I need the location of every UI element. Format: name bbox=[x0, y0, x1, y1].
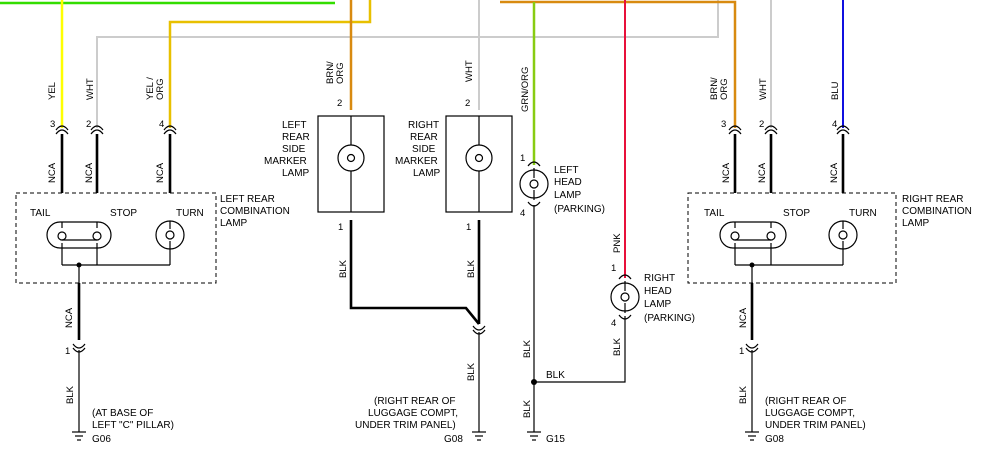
pin-label: 3 bbox=[50, 119, 55, 130]
wire-color-label: BLK bbox=[546, 370, 565, 381]
lamp-title: LEFT bbox=[282, 120, 306, 131]
right-rear-combination: BRN/ ORG WHT BLU 3 2 4 NCA NCA NCA TAIL … bbox=[687, 77, 972, 445]
wire-color-label: ORG bbox=[335, 62, 346, 84]
stop-label: STOP bbox=[783, 208, 810, 219]
lamp-title: LAMP bbox=[644, 299, 672, 310]
wire-color-label: BRN/ bbox=[709, 77, 720, 100]
wire-color-label: ORG bbox=[719, 78, 730, 100]
pin-label: 2 bbox=[86, 119, 91, 130]
lamp-title: SIDE bbox=[412, 144, 436, 155]
ground-id: G15 bbox=[546, 434, 565, 445]
ground-note: UNDER TRIM PANEL) bbox=[765, 420, 866, 431]
lamp-title: COMBINATION bbox=[902, 206, 972, 217]
top-wires bbox=[0, 0, 844, 278]
nca-label: NCA bbox=[155, 162, 166, 183]
wire-color-label: YEL / bbox=[145, 77, 156, 100]
ground-note: (RIGHT REAR OF bbox=[765, 396, 846, 407]
wire-color-label: WHT bbox=[758, 78, 769, 100]
nca-label: NCA bbox=[47, 162, 58, 183]
wire-color-label: BLK bbox=[522, 399, 533, 418]
pin-label: 1 bbox=[611, 263, 616, 274]
left-rear-combination: YEL WHT YEL / ORG 3 2 4 NCA NCA NCA TAIL… bbox=[15, 77, 290, 445]
wire-orange-top-right bbox=[500, 0, 737, 128]
nca-label: NCA bbox=[64, 307, 75, 328]
ground-note: UNDER TRIM PANEL) bbox=[355, 420, 456, 431]
lamp-title: LAMP bbox=[282, 168, 310, 179]
lamp-title: (PARKING) bbox=[644, 313, 695, 324]
ground-note: (RIGHT REAR OF bbox=[374, 396, 455, 407]
right-side-marker-lamp: WHT 2 RIGHT REAR SIDE MARKER LAMP 1 BLK … bbox=[355, 60, 513, 445]
nca-label: NCA bbox=[829, 162, 840, 183]
lamp-title: LAMP bbox=[902, 218, 930, 229]
lamp-title: MARKER bbox=[264, 156, 307, 167]
nca-label: NCA bbox=[721, 162, 732, 183]
pin-label: 4 bbox=[611, 318, 616, 329]
wire-color-label: GRN/ORG bbox=[520, 67, 531, 112]
ground-id: G08 bbox=[444, 434, 463, 445]
pin-label: 1 bbox=[520, 153, 525, 164]
tail-label: TAIL bbox=[704, 208, 725, 219]
wire-color-label: YEL bbox=[47, 82, 58, 100]
nca-label: NCA bbox=[757, 162, 768, 183]
turn-label: TURN bbox=[176, 208, 204, 219]
pin-label: 4 bbox=[832, 119, 837, 130]
wire-yelorg-left bbox=[168, 0, 372, 128]
lamp-title: HEAD bbox=[644, 286, 672, 297]
pin-label: 1 bbox=[739, 346, 744, 357]
wire-wht-left bbox=[96, 0, 719, 128]
wire-color-label: BLK bbox=[466, 259, 477, 278]
pin-label: 4 bbox=[159, 119, 164, 130]
wire-color-label: BLK bbox=[338, 259, 349, 278]
lamp-title: (PARKING) bbox=[554, 204, 605, 215]
wire-color-label: ORG bbox=[155, 78, 166, 100]
pin-label: 1 bbox=[466, 222, 471, 233]
wire-color-label: WHT bbox=[85, 78, 96, 100]
left-head-lamp: GRN/ORG 1 4 LEFT HEAD LAMP (PARKING) BLK… bbox=[519, 67, 626, 445]
stop-label: STOP bbox=[110, 208, 137, 219]
ground-id: G06 bbox=[92, 434, 111, 445]
wire-color-label: BLK bbox=[65, 385, 76, 404]
pin-label: 2 bbox=[337, 98, 342, 109]
lamp-title: HEAD bbox=[554, 177, 582, 188]
lamp-title: COMBINATION bbox=[220, 206, 290, 217]
wire-color-label: PNK bbox=[612, 233, 623, 253]
wire-color-label: BLK bbox=[466, 362, 477, 381]
ground-note: (AT BASE OF bbox=[92, 408, 153, 419]
pin-label: 2 bbox=[465, 98, 470, 109]
ground-note: LUGGAGE COMPT, bbox=[368, 408, 458, 419]
lamp-title: RIGHT bbox=[644, 273, 675, 284]
wire-color-label: BLU bbox=[830, 81, 841, 100]
lamp-title: RIGHT REAR bbox=[902, 194, 964, 205]
lamp-title: MARKER bbox=[395, 156, 438, 167]
pin-label: 3 bbox=[721, 119, 726, 130]
lamp-title: LAMP bbox=[413, 168, 441, 179]
pin-label: 4 bbox=[520, 208, 525, 219]
ground-note: LUGGAGE COMPT, bbox=[765, 408, 855, 419]
lamp-title: SIDE bbox=[282, 144, 306, 155]
right-head-lamp: PNK 1 4 RIGHT HEAD LAMP (PARKING) BLK bbox=[610, 233, 695, 356]
lamp-title: LAMP bbox=[554, 190, 582, 201]
pin-label: 1 bbox=[338, 222, 343, 233]
ground-note: LEFT "C" PILLAR) bbox=[92, 420, 174, 431]
lamp-title: LAMP bbox=[220, 218, 248, 229]
lamp-title: LEFT bbox=[554, 165, 578, 176]
lamp-title: LEFT REAR bbox=[220, 194, 275, 205]
pin-label: 2 bbox=[759, 119, 764, 130]
wire-color-label: BLK bbox=[612, 337, 623, 356]
lamp-title: RIGHT bbox=[408, 120, 439, 131]
ground-id: G08 bbox=[765, 434, 784, 445]
lamp-title: REAR bbox=[410, 132, 438, 143]
wire-color-label: BLK bbox=[522, 339, 533, 358]
nca-label: NCA bbox=[738, 307, 749, 328]
wire-color-label: BLK bbox=[738, 385, 749, 404]
wire-color-label: BRN/ bbox=[325, 61, 336, 84]
wire-color-label: WHT bbox=[464, 60, 475, 82]
left-side-marker-lamp: BRN/ ORG 2 LEFT REAR SIDE MARKER LAMP 1 … bbox=[264, 61, 481, 325]
turn-label: TURN bbox=[849, 208, 877, 219]
lamp-title: REAR bbox=[282, 132, 310, 143]
pin-label: 1 bbox=[65, 346, 70, 357]
tail-label: TAIL bbox=[30, 208, 51, 219]
nca-label: NCA bbox=[84, 162, 95, 183]
